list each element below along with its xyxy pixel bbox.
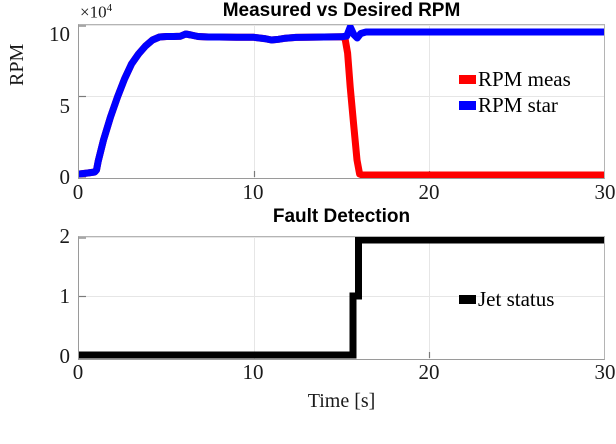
top-xtick-10: 10	[242, 180, 264, 204]
y-exponent-label: ×104	[80, 2, 113, 22]
top-plot-axes	[78, 24, 605, 179]
bottom-plot-legend: Jet status	[459, 284, 609, 314]
bottom-xtick-0: 0	[72, 360, 84, 384]
series-rpm-star	[79, 25, 604, 178]
top-ytick-5: 5	[59, 94, 71, 118]
bottom-plot-title: Fault Detection	[272, 206, 411, 227]
x-axis-label: Time [s]	[307, 390, 376, 412]
top-plot-title: Measured vs Desired RPM	[222, 0, 461, 21]
bottom-xtick-20: 20	[418, 360, 440, 384]
top-xtick-0: 0	[72, 180, 84, 204]
legend-swatch-rpm-star	[459, 100, 476, 110]
legend-label-jet-status: Jet status	[478, 286, 555, 311]
bottom-ytick-1: 1	[59, 284, 71, 308]
top-plot-canvas	[79, 25, 604, 178]
bottom-plot-canvas	[79, 237, 604, 359]
legend-item-jet-status: Jet status	[459, 286, 609, 312]
series-jet-status	[79, 237, 604, 359]
legend-label-rpm-meas: RPM meas	[478, 66, 571, 91]
bottom-plot-axes	[78, 236, 605, 360]
top-y-axis-label: RPM	[6, 43, 28, 86]
top-ytick-0: 0	[59, 165, 71, 189]
bottom-xtick-10: 10	[242, 360, 264, 384]
top-gridlines	[79, 25, 604, 178]
top-xtick-30: 30	[594, 180, 616, 204]
legend-item-rpm-star: RPM star	[459, 92, 609, 118]
bottom-ytick-0: 0	[59, 344, 71, 368]
legend-label-rpm-star: RPM star	[478, 92, 558, 117]
top-ytick-10: 10	[49, 22, 70, 46]
top-xtick-20: 20	[418, 180, 440, 204]
legend-swatch-jet-status	[459, 294, 476, 304]
legend-item-rpm-meas: RPM meas	[459, 66, 609, 92]
legend-swatch-rpm-meas	[459, 74, 476, 84]
bottom-ytick-2: 2	[59, 224, 71, 248]
top-plot-legend: RPM meas RPM star	[459, 62, 609, 122]
bottom-xtick-30: 30	[594, 360, 616, 384]
